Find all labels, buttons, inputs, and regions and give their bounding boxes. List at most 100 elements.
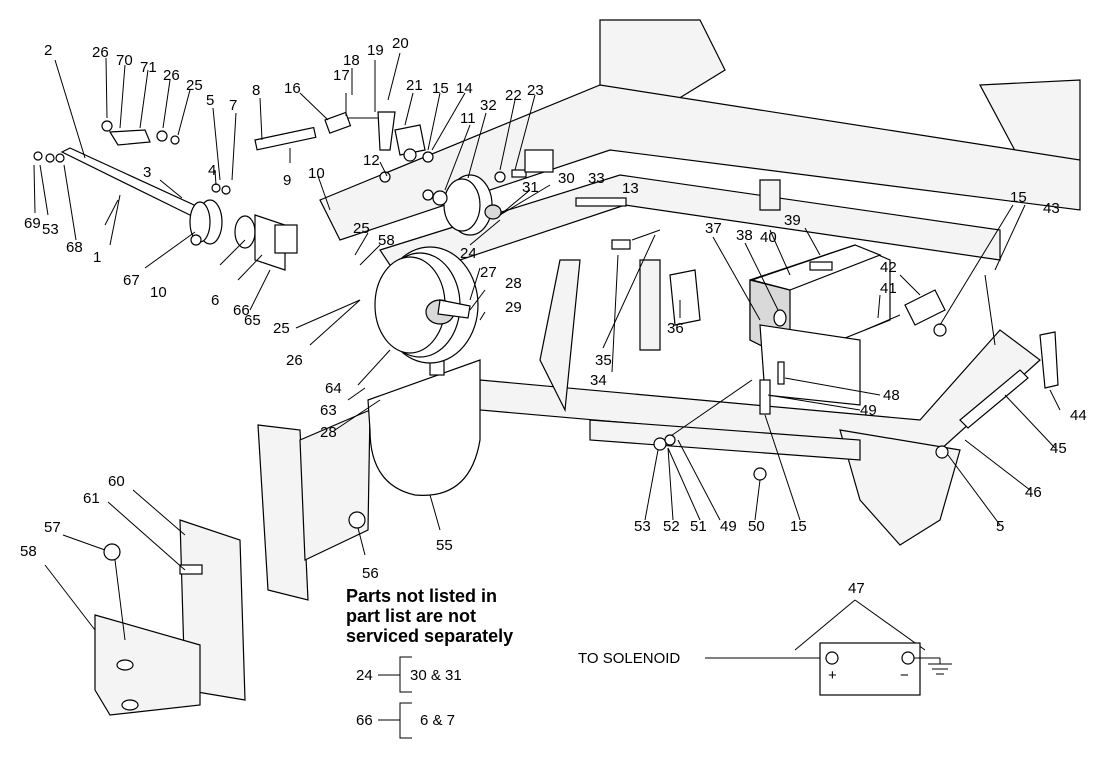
callout-28: 28 — [505, 275, 522, 292]
drive-shaft — [60, 147, 206, 221]
callout-25-low: 25 — [273, 320, 290, 337]
callout-2: 2 — [44, 42, 52, 59]
battery-label — [809, 261, 833, 271]
callout-13: 13 — [622, 180, 639, 197]
callout-32: 32 — [480, 97, 497, 114]
callout-25: 25 — [186, 77, 203, 94]
callout-56: 56 — [362, 565, 379, 582]
callout-11: 11 — [460, 110, 476, 127]
callout-12: 12 — [363, 152, 380, 169]
nut-5r — [935, 445, 949, 459]
callout-69: 69 — [24, 215, 41, 232]
callout-58: 58 — [20, 543, 37, 560]
callout-70: 70 — [116, 52, 133, 69]
callout-71: 71 — [140, 59, 157, 76]
callout-38: 38 — [736, 227, 753, 244]
washer-25 — [170, 135, 180, 145]
setscrew-4 — [211, 183, 221, 193]
washer-15r — [933, 323, 947, 337]
nut-54 — [653, 437, 667, 451]
nut-26 — [101, 120, 113, 132]
callout-45: 45 — [1050, 440, 1067, 457]
ground-icon — [928, 663, 952, 675]
callout-5: 5 — [206, 92, 214, 109]
callout-25-mid: 25 — [353, 220, 370, 237]
callout-63: 63 — [320, 402, 337, 419]
cable-36 — [669, 269, 701, 326]
callout-26-low: 26 — [286, 352, 303, 369]
callout-67: 67 — [123, 272, 140, 289]
callout-55: 55 — [436, 537, 453, 554]
washer-68 — [55, 153, 65, 163]
callout-51: 49 — [720, 518, 737, 535]
callout-46: 46 — [1025, 484, 1042, 501]
callout-18: 18 — [343, 52, 360, 69]
callout-8: 8 — [252, 82, 260, 99]
callout-14: 14 — [456, 80, 473, 97]
service-note: Parts not listed in part list are not se… — [346, 586, 513, 646]
callout-36: 36 — [667, 320, 684, 337]
bolt-15 — [759, 379, 771, 415]
nut-26-b — [156, 130, 168, 142]
legend-children-6-7: 6 & 7 — [420, 712, 455, 729]
callout-35: 35 — [595, 352, 612, 369]
callout-27: 27 — [480, 264, 497, 281]
callout-60: 58 — [378, 232, 395, 249]
callout-21: 21 — [406, 77, 423, 94]
bolt-48 — [777, 361, 785, 385]
legend-brackets: 24 30 & 31 66 6 & 7 — [356, 656, 462, 739]
bolt-62 — [179, 564, 203, 575]
callout-15: 15 — [432, 80, 449, 97]
legend-parent-24: 24 — [356, 667, 373, 684]
callout-62: 61 — [83, 490, 100, 507]
clevis-hole-lower — [121, 699, 139, 711]
lever-42 — [904, 289, 946, 326]
clevis — [94, 614, 201, 716]
callout-5-right: 5 — [996, 518, 1004, 535]
washer-53b — [664, 434, 676, 446]
minus-sign: − — [900, 667, 909, 684]
callout-3: 3 — [143, 164, 151, 181]
callout-4: 4 — [208, 162, 216, 179]
bracket-70 — [108, 129, 151, 146]
battery-tray — [759, 324, 861, 406]
callout-19: 19 — [367, 42, 384, 59]
drive-shaft-assembly — [33, 120, 317, 271]
leader-lines — [33, 52, 1061, 631]
hitch-pin — [114, 559, 126, 641]
note-line-3: serviced separately — [346, 626, 514, 646]
callout-53: 53 — [42, 221, 59, 238]
battery-symbol — [819, 642, 921, 696]
pin-33 — [575, 197, 627, 207]
callout-40: 40 — [760, 229, 777, 246]
legend-parent-66: 66 — [356, 712, 373, 729]
callout-47: 47 — [848, 580, 865, 597]
callout-7: 7 — [229, 97, 237, 114]
nut-34 — [611, 239, 631, 250]
callout-50: 50 — [748, 518, 765, 535]
callout-61: 60 — [108, 473, 125, 490]
callout-6: 6 — [211, 292, 219, 309]
callout-54: 53 — [634, 518, 651, 535]
bearing-6 — [234, 215, 256, 249]
callout-23: 23 — [527, 82, 544, 99]
callout-65: 65 — [244, 312, 261, 329]
callout-41: 41 — [880, 280, 897, 297]
callout-66: 66 — [233, 302, 250, 319]
callout-10-top: 10 — [308, 165, 325, 182]
idler-pulley — [422, 174, 502, 236]
callout-42: 42 — [880, 259, 897, 276]
spring-41 — [864, 314, 901, 331]
bolt-10 — [190, 234, 202, 246]
callout-20: 20 — [392, 35, 409, 52]
callout-1: 1 — [93, 249, 101, 266]
positive-terminal — [825, 651, 839, 665]
terminal-38 — [773, 309, 787, 327]
callout-24: 24 — [460, 245, 477, 262]
bolt-69 — [33, 151, 43, 161]
callout-31: 31 — [522, 179, 539, 196]
nut-56 — [348, 511, 366, 529]
legend-children-30-31: 30 & 31 — [410, 667, 462, 684]
